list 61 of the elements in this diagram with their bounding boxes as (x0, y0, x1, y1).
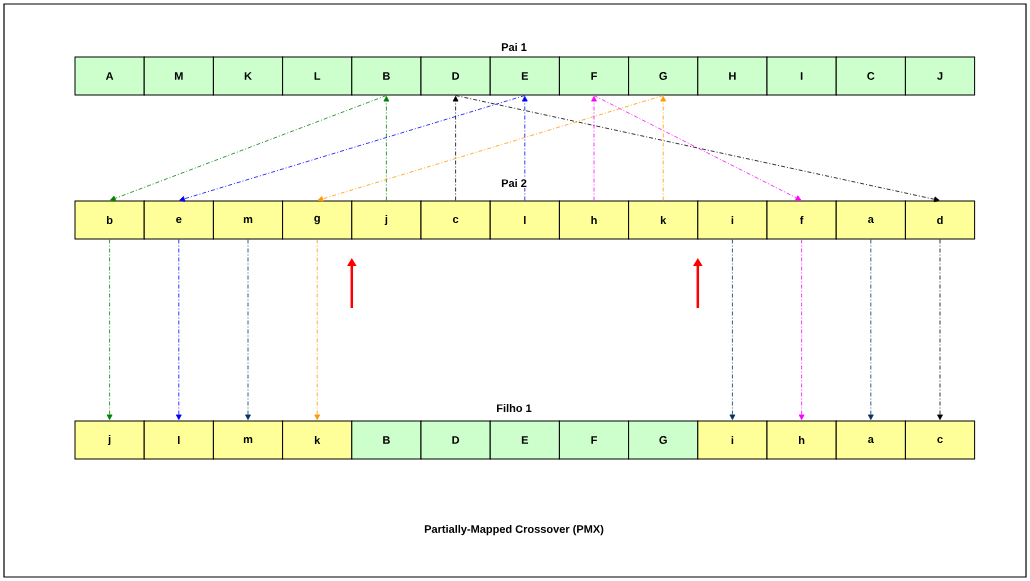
gene-cell: a (835, 200, 906, 240)
mapping-arrow (317, 95, 664, 202)
gene-cell: J (904, 56, 976, 96)
row-label: Pai 1 (500, 41, 528, 53)
mapping-arrow (521, 96, 528, 201)
row-label: Pai 2 (500, 177, 528, 189)
mapping-arrow (106, 239, 113, 420)
mapping-arrow (179, 95, 526, 202)
gene-cell: b (74, 200, 145, 240)
gene-cell: l (143, 420, 214, 460)
gene-cell: A (74, 56, 145, 96)
gene-cell: e (143, 200, 214, 240)
mapping-arrow (798, 239, 805, 420)
mapping-arrow (314, 239, 321, 420)
gene-cell: g (282, 200, 353, 240)
mapping-arrow (110, 95, 387, 202)
mapping-arrow (660, 96, 667, 201)
gene-cell: d (904, 200, 976, 240)
gene-cell: C (835, 56, 906, 96)
gene-cell: E (489, 56, 560, 96)
gene-cell: F (558, 420, 630, 460)
mapping-arrow (867, 239, 874, 420)
gene-cell: G (628, 420, 699, 460)
gene-cell: B (351, 420, 422, 460)
gene-cell: l (489, 200, 560, 240)
gene-cell: H (697, 56, 768, 96)
mapping-arrow (593, 95, 802, 201)
caption: Partially-Mapped Crossover (PMX) (424, 524, 604, 536)
gene-cell: m (212, 420, 284, 460)
mapping-arrow (937, 239, 943, 420)
gene-cell: f (766, 200, 837, 240)
mapping-arrow (591, 96, 597, 201)
row-label: Filho 1 (495, 402, 533, 414)
gene-cell: c (904, 420, 976, 460)
gene-cell: i (697, 420, 768, 460)
mapping-arrow (175, 239, 182, 420)
gene-cell: c (420, 200, 491, 240)
gene-cell: i (697, 200, 768, 240)
gene-cell: G (628, 56, 699, 96)
gene-cell: K (212, 56, 284, 96)
gene-cell: E (489, 420, 560, 460)
gene-cell: M (143, 56, 214, 96)
mapping-arrow (383, 96, 390, 201)
gene-cell: D (420, 56, 491, 96)
gene-cell: D (420, 420, 491, 460)
gene-cell: k (628, 200, 699, 240)
gene-cell: h (766, 420, 837, 460)
gene-cell: j (74, 420, 145, 460)
gene-cell: F (558, 56, 630, 96)
mapping-arrow (455, 95, 940, 203)
gene-cell: j (351, 200, 422, 240)
mapping-arrow (452, 96, 459, 201)
gene-cell: k (282, 420, 353, 460)
gene-cell: a (835, 420, 906, 460)
gene-cell: I (766, 56, 837, 96)
mapping-arrow (729, 239, 736, 420)
gene-cell: m (212, 200, 284, 240)
gene-cell: B (351, 56, 422, 96)
gene-cell: h (558, 200, 630, 240)
mapping-arrow (245, 239, 251, 420)
gene-cell: L (282, 56, 353, 96)
